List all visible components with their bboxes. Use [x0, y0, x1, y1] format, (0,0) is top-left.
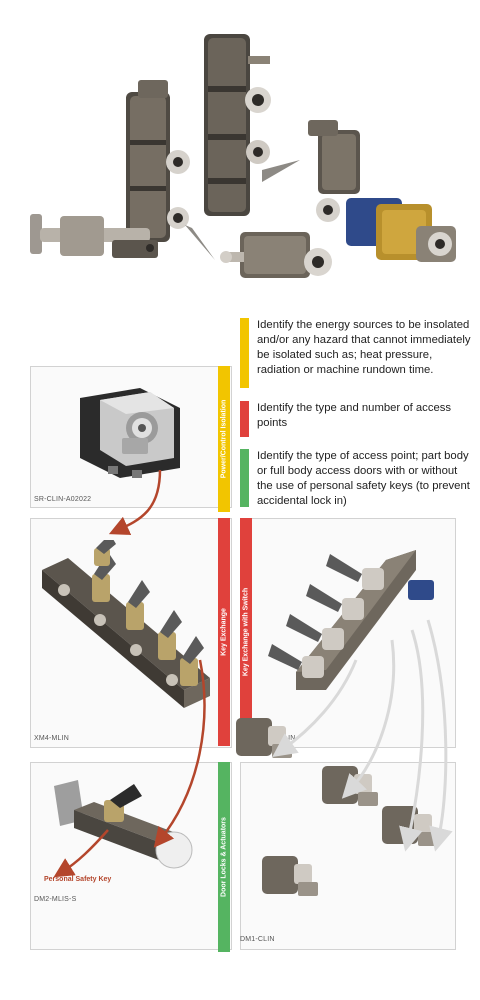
door-lock-unit: [262, 856, 318, 896]
step-2-color-bar: [240, 401, 249, 437]
tall-lock-stack: [204, 34, 300, 216]
right-lock-cluster: [308, 120, 456, 262]
door-locks-stage-bar: Door Locks & Actuators: [218, 762, 230, 952]
door-lock-unit: [236, 718, 292, 758]
door-lock-caption: DM1-CLIN: [240, 936, 275, 943]
step-2-text: Identify the type and number of access p…: [257, 402, 452, 429]
door-lock-unit: [382, 806, 438, 846]
step-3-text: Identify the type of access point; part …: [257, 450, 470, 507]
hero-product-image: [0, 0, 480, 310]
isolation-switch-image: [70, 378, 190, 488]
power-isolation-stage-bar: Power/Control Isolation: [218, 366, 230, 512]
key-exchange-switch-stage-bar: Key Exchange with Switch: [240, 518, 252, 746]
small-lock-probe: [220, 232, 332, 278]
step-1-color-bar: [240, 318, 249, 388]
door-lock-psk-caption: DM2-MLIS-S: [34, 896, 77, 903]
left-lock-stack: [126, 80, 215, 260]
key-exchange-stage-bar: Key Exchange: [218, 518, 230, 746]
step-1-text: Identify the energy sources to be insola…: [257, 319, 471, 376]
door-lock-unit: [322, 766, 378, 806]
door-lock-units-image: [232, 716, 452, 926]
isolation-switch-caption: SR-CLIN-A02022: [34, 496, 92, 503]
bolt-actuator: [30, 214, 158, 258]
personal-safety-key-label: Personal Safety Key: [44, 876, 112, 883]
key-exchange-unit-caption: XM4-MLIN: [34, 735, 70, 742]
key-exchange-stage-label: Key Exchange: [220, 608, 228, 656]
key-exchange-unit-image: [34, 540, 224, 720]
key-exchange-switch-stage-label: Key Exchange with Switch: [242, 587, 250, 677]
door-lock-psk-image: [44, 780, 194, 880]
door-locks-stage-label: Door Locks & Actuators: [220, 817, 228, 897]
key-exchange-switch-unit-image: [266, 540, 446, 700]
step-3-color-bar: [240, 449, 249, 507]
power-isolation-stage-label: Power/Control Isolation: [220, 399, 228, 479]
